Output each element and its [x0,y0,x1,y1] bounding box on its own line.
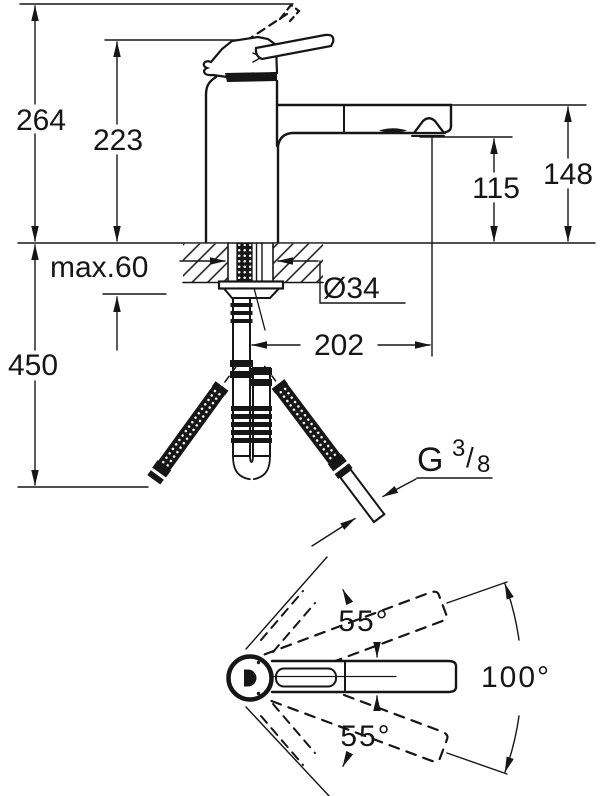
label-thread-num: 3 [452,435,465,462]
label-max-thickness: max.60 [50,251,148,284]
pullout-hose-loop [232,455,271,481]
label-swivel-total: 100° [481,661,551,694]
label-swivel-lower: 55° [340,720,391,753]
label-spout-top-height: 148 [543,158,593,191]
spout-plan [270,659,458,694]
label-thread-slash: / [466,442,474,473]
label-height-223: 223 [93,124,143,157]
countertop-section [182,242,324,284]
label-outlet-height: 115 [472,172,520,205]
hose-ribs [231,406,272,443]
plan-view: 55° 55° 100° [226,556,551,796]
supply-hose-left [147,365,237,485]
mounting-hardware [217,242,285,481]
side-elevation-view: 264 223 450 max.60 Ø34 202 115 148 G 3 /… [8,3,596,547]
angle-labels: 55° 55° 100° [338,605,551,753]
label-swivel-upper: 55° [338,605,389,638]
label-spout-reach: 202 [314,329,364,362]
supply-hose-right [263,365,386,524]
dimension-labels: 264 223 450 max.60 Ø34 202 115 148 G 3 /… [8,104,593,479]
extreme-position-dashes [260,590,316,766]
label-hose-length: 450 [8,349,58,382]
label-overall-height: 264 [16,104,66,137]
thread-end-g38 [338,468,386,524]
label-thread-den: 8 [477,451,490,478]
aerator-outlet [411,117,447,135]
label-thread-g: G [417,441,443,479]
faucet-body [202,3,453,244]
spray-button [379,128,407,133]
angle-dimensions [245,556,520,796]
dimension-lines [31,5,572,547]
label-hole-diameter: Ø34 [323,272,380,305]
body-plan-circle [226,654,274,702]
